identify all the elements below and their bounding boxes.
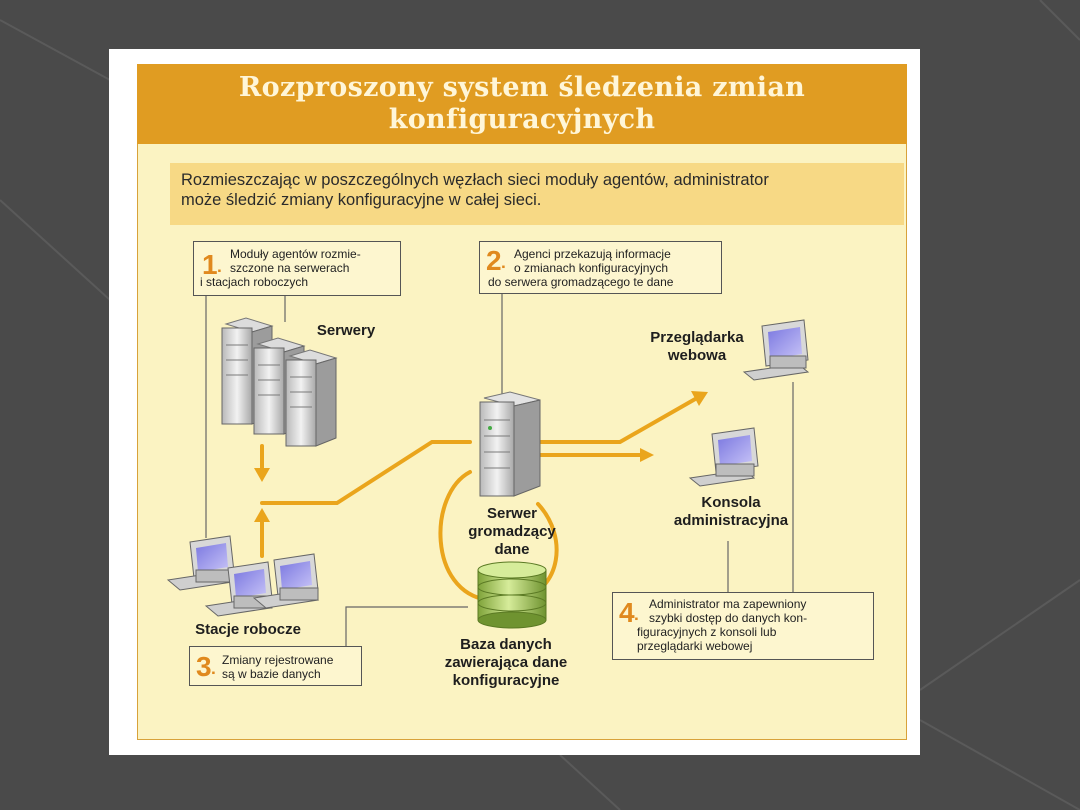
label-collector: Serwer gromadzący dane <box>452 505 572 559</box>
callout-3-text: Zmiany rejestrowane są w bazie danych <box>222 653 333 681</box>
callout-4-line: szybki dostęp do danych kon- <box>649 611 808 625</box>
server-tower-icon <box>479 391 541 497</box>
callout-4-text-lower: figuracyjnych z konsoli lub przeglądarki… <box>637 625 776 653</box>
callout-2-line: o zmianach konfiguracyjnych <box>514 261 669 275</box>
label-collector-line: Serwer <box>486 505 538 522</box>
callout-2: 2▪ Agenci przekazują informacje o zmiana… <box>479 241 722 294</box>
callout-1-line: i stacjach roboczych <box>200 275 309 289</box>
workstation-icon <box>252 553 320 609</box>
leader-lines <box>205 294 794 646</box>
callout-1-text: Moduły agentów rozmie- szczone na serwer… <box>230 247 361 275</box>
label-console-line: Konsola <box>701 494 761 511</box>
callout-3-line: są w bazie danych <box>222 667 321 681</box>
intro-line-2: może śledzić zmiany konfiguracyjne w cał… <box>181 191 542 209</box>
label-database-line: konfiguracyjne <box>452 672 560 689</box>
title-bar: Rozproszony system śledzenia zmian konfi… <box>137 64 907 144</box>
flow-arrows <box>260 396 699 602</box>
workstation-icon <box>166 535 235 591</box>
label-collector-line: gromadzący <box>468 523 556 540</box>
callout-2-digit: 2 <box>486 245 502 276</box>
intro-band <box>170 163 904 225</box>
monitor-icon <box>688 427 759 487</box>
callout-4-digit: 4 <box>619 597 635 628</box>
callout-4: 4▪ Administrator ma zapewniony szybki do… <box>612 592 874 660</box>
callout-4-line: Administrator ma zapewniony <box>649 597 807 611</box>
callout-4-line: przeglądarki webowej <box>637 639 753 653</box>
callout-2-line: Agenci przekazują informacje <box>514 247 671 261</box>
title-line-1: Rozproszony system śledzenia zmian <box>238 72 806 103</box>
label-collector-line: dane <box>494 541 530 558</box>
callout-4-text: Administrator ma zapewniony szybki dostę… <box>649 597 807 625</box>
intro-text: Rozmieszczając w poszczególnych węzłach … <box>181 170 891 210</box>
callout-1-digit: 1 <box>202 249 218 280</box>
server-rack-icon <box>221 317 338 447</box>
label-console: Konsola administracyjna <box>665 494 797 530</box>
callout-1: 1▪ Moduły agentów rozmie- szczone na ser… <box>193 241 401 296</box>
callout-4-number: 4▪ <box>619 597 639 628</box>
label-servers: Serwery <box>316 322 376 339</box>
label-database-line: zawierająca dane <box>444 654 568 671</box>
callout-3-number: 3▪ <box>196 651 216 682</box>
callout-2-text: Agenci przekazują informacje o zmianach … <box>514 247 671 275</box>
label-browser-line: Przeglądarka <box>650 329 744 346</box>
callout-1-number: 1▪ <box>202 249 222 280</box>
callout-3: 3▪ Zmiany rejestrowane są w bazie danych <box>189 646 362 686</box>
monitor-icon <box>742 319 810 381</box>
database-cylinder-icon <box>477 561 547 629</box>
callout-3-line: Zmiany rejestrowane <box>222 653 334 667</box>
callout-1-line: szczone na serwerach <box>230 261 350 275</box>
label-console-line: administracyjna <box>673 512 789 529</box>
label-browser-line: webowa <box>667 347 727 364</box>
intro-line-1: Rozmieszczając w poszczególnych węzłach … <box>181 171 769 189</box>
callout-2-number: 2▪ <box>486 245 506 276</box>
callout-2-line: do serwera gromadzącego te dane <box>488 275 674 289</box>
label-browser: Przeglądarka webowa <box>638 329 756 365</box>
title-line-2: konfiguracyjnych <box>388 104 656 135</box>
label-database-line: Baza danych <box>460 636 552 653</box>
callout-4-line: figuracyjnych z konsoli lub <box>637 625 777 639</box>
callout-1-line: Moduły agentów rozmie- <box>230 247 361 261</box>
label-workstations: Stacje robocze <box>195 621 301 638</box>
callout-3-digit: 3 <box>196 651 212 682</box>
workstation-icon <box>204 561 273 617</box>
label-database: Baza danych zawierająca dane konfiguracy… <box>420 636 592 690</box>
